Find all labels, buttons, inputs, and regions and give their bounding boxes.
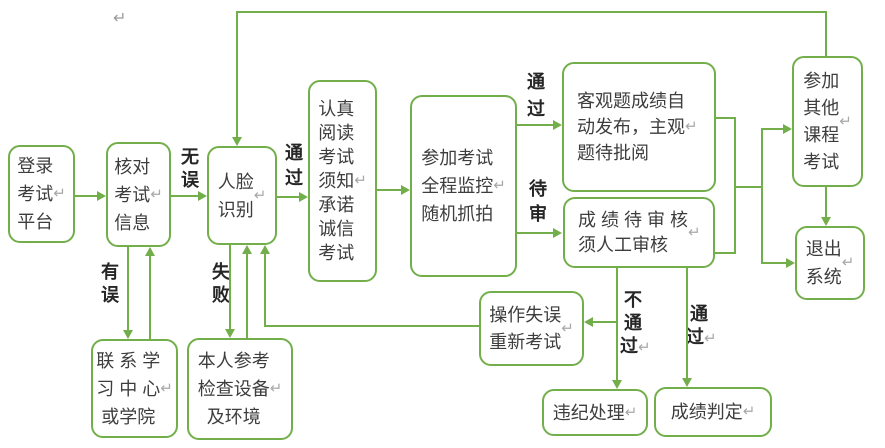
node-violation-handling: 违纪处理↵: [542, 389, 648, 436]
node-score-pending-review: 成 绩 待 审 核须人工审核↵: [563, 197, 715, 268]
edge-review-junction: [715, 252, 736, 254]
edge-junction-other: [761, 128, 783, 130]
node-self-check-equipment: 本人参考检查设备及环境 ↵: [187, 338, 293, 440]
edge-feedback-left-vertical: [236, 11, 238, 137]
node-verify-exam-info: 核对考试信息↵: [106, 142, 171, 247]
edge-label-fail: 失败: [212, 262, 230, 305]
edge-feedback-right-vertical: [825, 11, 827, 56]
edge-review-violation: [616, 268, 618, 380]
edge-feedback-top-horizontal: [236, 11, 827, 13]
edge-label-not-pass: 不通过↵: [620, 290, 651, 356]
edge-junction-vertical-2: [761, 128, 763, 264]
edge-label-no-error: 无误: [181, 147, 199, 190]
node-read-exam-notice: 认真阅读考试须知承诺诚信考试↵: [308, 80, 377, 282]
edge-read-exam: [377, 189, 402, 191]
node-face-recognition: 人脸识别↵: [207, 146, 277, 245]
edge-exam-objective-arrowhead: [553, 120, 562, 130]
edge-retry-face-vertical: [264, 254, 266, 327]
edge-login-verify-arrowhead: [97, 191, 106, 201]
edge-face-selfcheck-arrowhead: [225, 329, 235, 338]
edge-contact-verify-arrowhead: [145, 247, 155, 256]
edge-review-retry-branch: [593, 321, 617, 323]
edge-review-judge-arrowhead: [682, 378, 692, 387]
edge-face-read: [277, 196, 300, 198]
edge-exam-objective: [517, 124, 554, 126]
edge-review-retry-arrowhead: [584, 317, 593, 327]
edge-junction-horizontal: [734, 186, 763, 188]
node-other-course-exam: 参加其他课程考试↵: [792, 56, 863, 187]
edge-junction-exit-arrowhead: [786, 258, 795, 268]
edge-other-exit-arrowhead: [821, 217, 831, 226]
node-contact-learning-center: 联 系 学习 中 心或学院↵: [91, 339, 178, 438]
edge-retry-face-horizontal: [264, 325, 479, 327]
paragraph-mark: ↵: [113, 10, 127, 27]
edge-review-violation-arrowhead: [612, 380, 622, 389]
node-score-judgement: 成绩判定↵: [654, 387, 772, 437]
edge-label-pass-review: 通过↵: [686, 304, 717, 347]
edge-review-judge: [686, 268, 688, 378]
node-exit-system: 退出系统↵: [795, 226, 865, 300]
edge-label-has-error: 有误: [101, 262, 119, 305]
edge-label-pass-exam: 通过: [527, 72, 545, 119]
edge-face-selfcheck: [229, 245, 231, 329]
edge-retry-face-arrowhead: [260, 245, 270, 254]
node-login-exam-platform: 登录考试平台↵: [8, 145, 75, 243]
edge-login-verify: [75, 195, 98, 197]
edge-verify-face-arrowhead: [198, 191, 207, 201]
edge-feedback-arrowhead: [232, 137, 242, 146]
edge-exam-review: [517, 232, 554, 234]
edge-label-pass-face: 通过: [285, 143, 303, 188]
node-retry-exam: 操作失误重新考试↵: [479, 291, 584, 366]
edge-verify-contact-arrowhead: [123, 330, 133, 339]
edge-verify-contact: [127, 247, 129, 330]
edge-face-read-arrowhead: [299, 192, 308, 202]
edge-label-pending: 待审: [529, 179, 547, 224]
edge-junction-exit: [761, 262, 786, 264]
node-objective-score-published: 客观题成绩自动发布，主观题待批阅↵: [562, 62, 716, 192]
edge-objective-junction: [716, 117, 736, 119]
edge-read-exam-arrowhead: [401, 185, 410, 195]
node-take-exam-monitored: 参加考试全程监控随机抓拍↵: [410, 95, 517, 277]
edge-junction-vertical-1: [734, 117, 736, 254]
edge-selfcheck-face-arrowhead: [242, 245, 252, 254]
edge-selfcheck-face: [246, 254, 248, 338]
edge-other-exit: [825, 187, 827, 217]
edge-contact-verify: [149, 256, 151, 339]
edge-verify-face: [171, 195, 199, 197]
edge-exam-review-arrowhead: [553, 228, 562, 238]
edge-junction-other-arrowhead: [783, 124, 792, 134]
